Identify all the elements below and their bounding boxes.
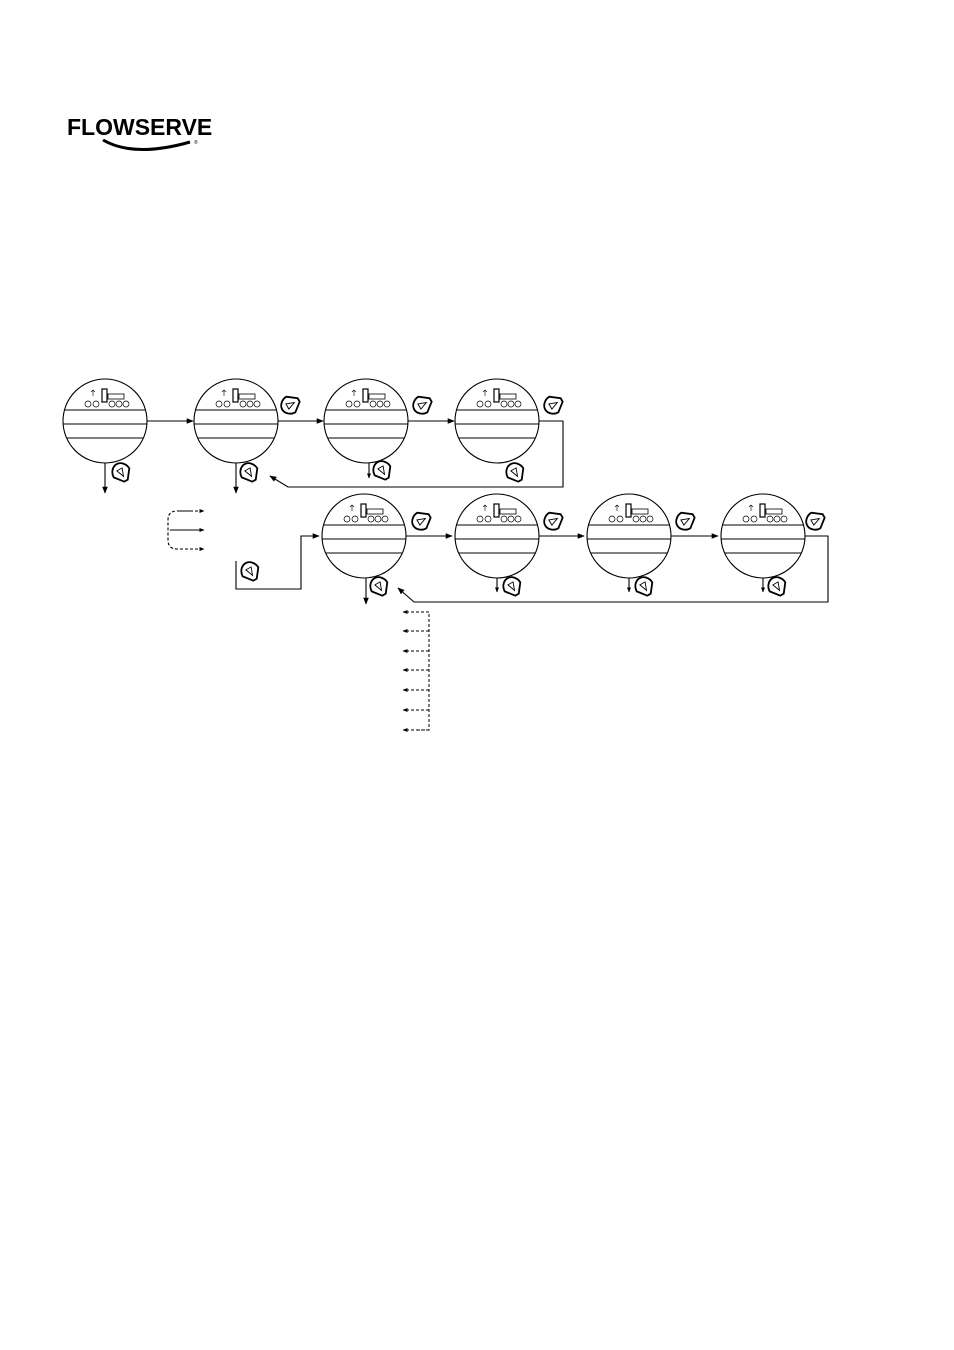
flowserve-logo: FLOWSERVE ® xyxy=(67,114,212,151)
pointer-key-icon xyxy=(801,507,830,535)
display-unit-8 xyxy=(720,493,806,579)
pointer-key-icon xyxy=(107,458,135,487)
enter-arrow xyxy=(235,533,320,590)
entry-connectors xyxy=(167,509,320,590)
pointer-key-icon xyxy=(539,391,568,419)
option-ladder xyxy=(402,610,430,732)
display-unit-5 xyxy=(321,493,407,579)
pointer-key-icon xyxy=(501,458,529,487)
display-unit-3 xyxy=(323,378,409,464)
display-unit-7 xyxy=(586,493,672,579)
display-unit-4 xyxy=(454,378,540,464)
return-arrow xyxy=(269,420,564,488)
logo-swoosh xyxy=(102,138,191,151)
pointer-key-icon xyxy=(671,507,700,535)
return-arrow xyxy=(397,535,829,603)
ladder-spine xyxy=(416,611,430,731)
display-unit-1 xyxy=(62,378,148,464)
dashed-loop xyxy=(167,510,190,550)
pointer-key-icon xyxy=(408,391,437,419)
row2-connectors xyxy=(363,533,829,605)
registered-mark: ® xyxy=(194,139,198,146)
display-unit-2 xyxy=(193,378,279,464)
row1-connectors xyxy=(102,418,564,494)
pointer-key-icon xyxy=(235,458,263,487)
pointer-key-icon xyxy=(407,507,436,535)
display-unit-6 xyxy=(454,493,540,579)
pointer-key-icon xyxy=(276,391,305,419)
pointer-key-icon xyxy=(236,557,264,586)
pointer-key-icon xyxy=(539,507,568,535)
brand-name: FLOWSERVE xyxy=(67,114,212,140)
